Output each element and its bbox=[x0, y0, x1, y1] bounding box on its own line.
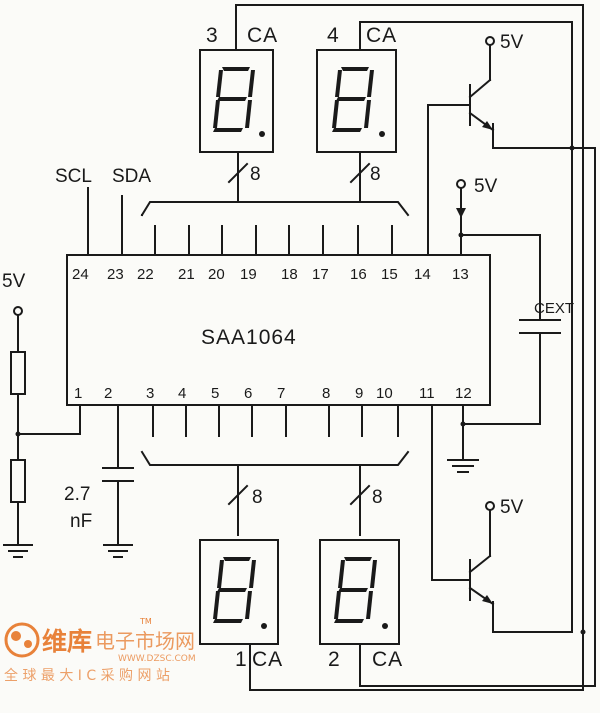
pin13-supply bbox=[456, 179, 541, 321]
pin-23-label: 23 bbox=[107, 266, 124, 283]
display-1-digit: 1 bbox=[235, 648, 248, 671]
capacitor-pin2-unit: nF bbox=[70, 511, 92, 532]
pin-3-label: 3 bbox=[146, 385, 154, 402]
bottom-segment-bus bbox=[140, 450, 410, 536]
transistor-top bbox=[427, 36, 495, 132]
display-4 bbox=[316, 49, 397, 153]
display-2 bbox=[319, 539, 400, 645]
capacitor-cext bbox=[460, 319, 561, 427]
pin-19-label: 19 bbox=[240, 266, 257, 283]
display-1-common: CA bbox=[252, 648, 283, 671]
transistor-top-supply: 5V bbox=[500, 32, 524, 53]
watermark-site: 电子市场网 bbox=[95, 629, 195, 653]
bus-width-label-1: 8 bbox=[252, 487, 263, 508]
top-pin-labels: 24 23 22 21 20 19 18 17 16 15 14 13 bbox=[72, 266, 469, 283]
pin-4-label: 4 bbox=[178, 385, 186, 402]
chip-name: SAA1064 bbox=[201, 326, 297, 349]
display-3-digit: 3 bbox=[206, 24, 219, 47]
display-1 bbox=[199, 539, 279, 645]
pin-10-label: 10 bbox=[376, 385, 393, 402]
pin-13-label: 13 bbox=[452, 266, 469, 283]
watermark-brand: 维库 bbox=[42, 627, 92, 656]
pin-6-label: 6 bbox=[244, 385, 252, 402]
pin-15-label: 15 bbox=[381, 266, 398, 283]
capacitor-pin2 bbox=[102, 467, 134, 558]
capacitor-pin2-value: 2.7 bbox=[64, 484, 90, 505]
bus-width-label-4: 8 bbox=[370, 164, 381, 185]
pin-20-label: 20 bbox=[208, 266, 225, 283]
pin-5-label: 5 bbox=[211, 385, 219, 402]
transistor-bottom bbox=[431, 501, 495, 606]
pin-21-label: 21 bbox=[178, 266, 195, 283]
common-anode-wires bbox=[235, 4, 596, 691]
watermark-logo-icon bbox=[4, 622, 40, 658]
display-4-digit: 4 bbox=[327, 24, 340, 47]
pin-12-label: 12 bbox=[455, 385, 472, 402]
left-supply-label: 5V bbox=[2, 271, 26, 292]
pin-8-label: 8 bbox=[322, 385, 330, 402]
display-2-common: CA bbox=[372, 648, 403, 671]
bus-width-label-2: 8 bbox=[372, 487, 383, 508]
chip-body bbox=[66, 254, 491, 406]
pin-1-label: 1 bbox=[74, 385, 82, 402]
pin-11-label: 11 bbox=[419, 385, 435, 402]
pin-17-label: 17 bbox=[312, 266, 329, 283]
bus-width-label-3: 8 bbox=[250, 164, 261, 185]
cext-label: CEXT bbox=[534, 300, 574, 317]
transistor-bottom-supply: 5V bbox=[500, 497, 524, 518]
pin-22-label: 22 bbox=[137, 266, 154, 283]
pin-7-label: 7 bbox=[277, 385, 285, 402]
display-3 bbox=[199, 49, 274, 153]
display-3-common: CA bbox=[247, 24, 278, 47]
pin-16-label: 16 bbox=[350, 266, 367, 283]
watermark-url: WWW.DZSC.COM bbox=[118, 654, 196, 664]
pin-9-label: 9 bbox=[355, 385, 363, 402]
pin13-supply-label: 5V bbox=[474, 176, 498, 197]
display-4-common: CA bbox=[366, 24, 397, 47]
pin-24-label: 24 bbox=[72, 266, 89, 283]
left-divider bbox=[3, 306, 81, 558]
display-2-digit: 2 bbox=[328, 648, 341, 671]
bottom-pin-labels: 1 2 3 4 5 6 7 8 9 10 11 12 bbox=[74, 385, 472, 402]
top-segment-bus bbox=[140, 151, 410, 217]
pin12-ground bbox=[447, 459, 479, 473]
pin-2-label: 2 bbox=[104, 385, 112, 402]
watermark: 维库 电子市场网 TM WWW.DZSC.COM 全 球 最 大 I C 采 购… bbox=[4, 617, 196, 684]
bottom-pin-stubs bbox=[79, 404, 464, 581]
sda-label: SDA bbox=[112, 166, 151, 187]
watermark-slogan: 全 球 最 大 I C 采 购 网 站 bbox=[4, 667, 170, 684]
pin-14-label: 14 bbox=[414, 266, 431, 283]
watermark-tm: TM bbox=[139, 617, 152, 626]
pin-18-label: 18 bbox=[281, 266, 298, 283]
scl-label: SCL bbox=[55, 166, 92, 187]
